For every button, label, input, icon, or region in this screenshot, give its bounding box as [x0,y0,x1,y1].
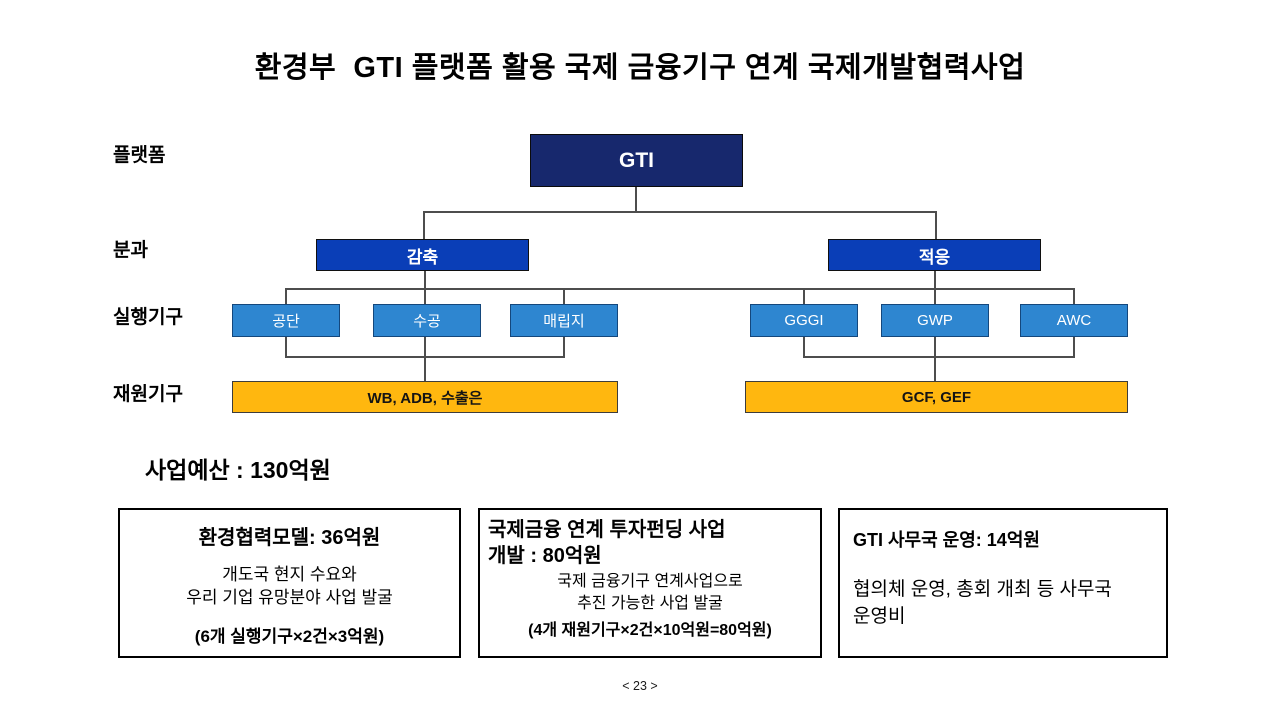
connector-line [423,211,937,213]
budget-box-formula: (4개 재원기구×2건×10억원=80억원) [528,622,772,639]
budget-box-environment-cooperation: 환경협력모델: 36억원 개도국 현지 수요와 우리 기업 유망분야 사업 발굴… [118,508,461,658]
connector-line [635,187,637,212]
org-box-wb-adb: WB, ADB, 수출은 [232,381,618,413]
row-label-platform: 플랫폼 [113,145,166,166]
budget-box-secretariat: GTI 사무국 운영: 14억원 협의체 운영, 총회 개최 등 사무국 운영비 [838,508,1168,658]
budget-box-title: 환경협력모델: 36억원 [198,527,381,549]
org-box-gwp: GWP [881,304,989,337]
budget-box-body: 협의체 운영, 총회 개최 등 사무국 운영비 [853,576,1153,630]
page-number: < 23 > [622,679,658,693]
row-label-implementing-org: 실행기구 [113,307,183,328]
org-box-gti: GTI [530,134,743,187]
budget-box-body-line: 우리 기업 유망분야 사업 발굴 [186,588,393,607]
org-box-adaptation: 적응 [828,239,1041,271]
org-box-gongdan: 공단 [232,304,340,337]
budget-box-body: 국제 금융기구 연계사업으로 추진 가능한 사업 발굴 [480,571,820,615]
budget-box-title: GTI 사무국 운영: 14억원 [853,530,1040,550]
budget-box-body-line: 운영비 [853,606,906,627]
org-box-gcf-gef: GCF, GEF [745,381,1128,413]
row-label-division: 분과 [113,240,148,261]
connector-line [803,356,1075,358]
slide-title: 환경부 GTI 플랫폼 활용 국제 금융기구 연계 국제개발협력사업 [254,52,1026,84]
budget-box-investment-funding: 국제금융 연계 투자펀딩 사업 개발 : 80억원 국제 금융기구 연계사업으로… [478,508,822,658]
connector-line [285,356,565,358]
budget-box-title-line: 국제금융 연계 투자펀딩 사업 [488,519,726,541]
org-box-awc: AWC [1020,304,1128,337]
budget-box-body-line: 협의체 운영, 총회 개최 등 사무국 [853,579,1112,600]
budget-box-title: 국제금융 연계 투자펀딩 사업 개발 : 80억원 [488,517,820,569]
org-box-maeripji: 매립지 [510,304,618,337]
org-box-gggi: GGGI [750,304,858,337]
budget-box-body-line: 개도국 현지 수요와 [222,565,357,584]
connector-line [423,211,425,240]
connector-line [935,211,937,240]
connector-line [285,288,1075,290]
budget-box-body-line: 국제 금융기구 연계사업으로 [557,573,743,590]
org-box-sugong: 수공 [373,304,481,337]
budget-box-title-line: 개발 : 80억원 [488,545,602,567]
budget-box-formula: (6개 실행기구×2건×3억원) [194,627,385,646]
row-label-funding-org: 재원기구 [113,384,183,405]
budget-box-body-line: 추진 가능한 사업 발굴 [577,595,723,612]
budget-box-body: 개도국 현지 수요와 우리 기업 유망분야 사업 발굴 [120,563,459,609]
budget-heading: 사업예산 : 130억원 [145,457,331,483]
org-box-reduction: 감축 [316,239,529,271]
